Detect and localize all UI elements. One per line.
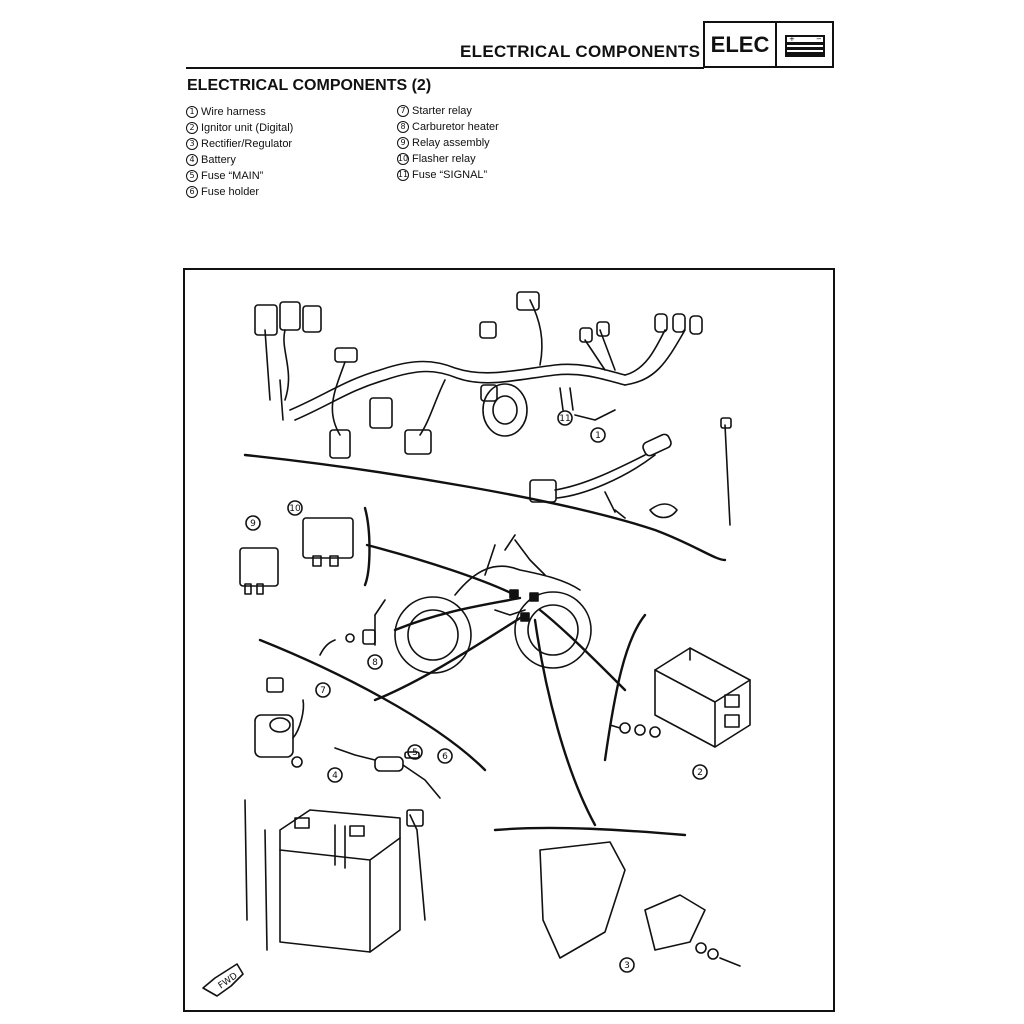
header-rule: [186, 67, 704, 69]
svg-text:−: −: [816, 35, 822, 43]
callout-2: 2: [692, 764, 708, 780]
callout-number: 2: [186, 122, 198, 134]
legend-label: Wire harness: [201, 106, 266, 118]
legend-label: Fuse holder: [201, 186, 260, 198]
callout-9: 9: [245, 515, 261, 531]
legend-label: Flasher relay: [412, 153, 476, 165]
section-badge: ELEC + −: [703, 21, 834, 68]
svg-text:1: 1: [595, 431, 601, 441]
svg-text:4: 4: [332, 771, 338, 781]
callout-1: 1: [590, 427, 606, 443]
svg-text:7: 7: [320, 686, 326, 696]
callout-number: 5: [186, 170, 198, 182]
legend-label: Fuse “SIGNAL”: [412, 169, 488, 181]
carburetor-heater-drawing: [319, 599, 386, 656]
callout-number: 7: [397, 105, 409, 117]
svg-text:+: +: [789, 35, 795, 43]
svg-text:2: 2: [697, 768, 703, 778]
legend-label: Starter relay: [412, 105, 472, 117]
svg-text:10: 10: [289, 504, 301, 514]
fwd-arrow: FWD: [202, 963, 244, 997]
svg-text:6: 6: [442, 752, 448, 762]
callout-number: 3: [186, 138, 198, 150]
sub-harness-drawing: [529, 417, 732, 526]
callout-number: 8: [397, 121, 409, 133]
svg-text:8: 8: [372, 658, 378, 668]
legend-label: Rectifier/Regulator: [201, 138, 293, 150]
callout-10: 10: [287, 500, 303, 516]
callout-number: 4: [186, 154, 198, 166]
battery-icon: + −: [777, 23, 832, 66]
section-divider: [243, 453, 727, 562]
callout-4: 4: [327, 767, 343, 783]
legend-label: Fuse “MAIN”: [201, 170, 264, 182]
callout-8: 8: [367, 654, 383, 670]
callout-number: 10: [397, 153, 409, 165]
battery-drawing: [244, 799, 426, 953]
svg-text:11: 11: [559, 414, 570, 424]
relay-drawings: [239, 506, 371, 595]
legend-label: Ignitor unit (Digital): [201, 122, 294, 134]
callout-11: 11: [557, 410, 573, 426]
legend-label: Battery: [201, 154, 236, 166]
legend-label: Carburetor heater: [412, 121, 499, 133]
fuse-holder-drawing: [334, 747, 441, 799]
callout-6: 6: [437, 748, 453, 764]
svg-text:9: 9: [250, 519, 256, 529]
svg-text:5: 5: [412, 748, 418, 758]
legend-label: Relay assembly: [412, 137, 490, 149]
exploded-diagram: FWD 11 1 9 10 8 7 2 5 6 4 3: [183, 268, 835, 1012]
section-title: ELECTRICAL COMPONENTS (2): [187, 77, 432, 94]
badge-label: ELEC: [705, 23, 777, 66]
callout-number: 11: [397, 169, 409, 181]
ignitor-unit-drawing: [609, 647, 751, 748]
header-title: ELECTRICAL COMPONENTS: [460, 42, 701, 61]
callout-number: 9: [397, 137, 409, 149]
callout-number: 1: [186, 106, 198, 118]
callout-7: 7: [315, 682, 331, 698]
starter-relay-drawing: [254, 677, 305, 768]
callout-number: 6: [186, 186, 198, 198]
callout-3: 3: [619, 957, 635, 973]
svg-text:3: 3: [624, 961, 630, 971]
rectifier-regulator-drawing: [539, 841, 741, 967]
callout-5: 5: [407, 744, 423, 760]
wire-harness-drawing: [254, 291, 703, 459]
